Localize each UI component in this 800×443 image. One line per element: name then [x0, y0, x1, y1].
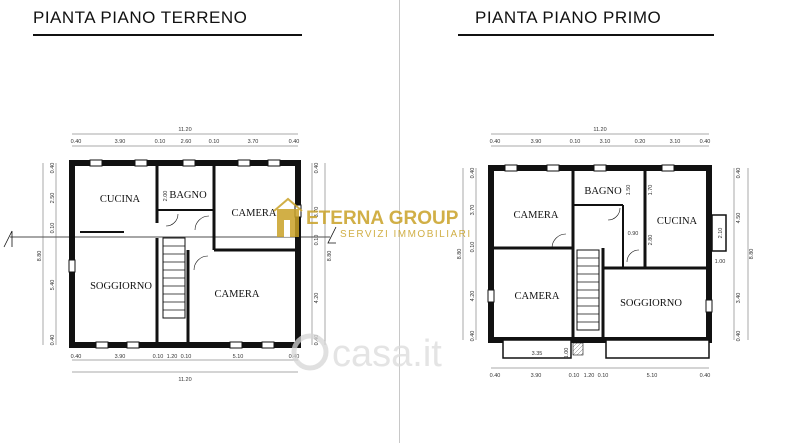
- first-dim-top-b: 3.90: [531, 139, 542, 145]
- ground-dim-top-c: 0.10: [155, 139, 166, 145]
- ground-dim-bottom-e: 0.10: [181, 354, 192, 360]
- first-dim-top-a: 0.40: [490, 139, 501, 145]
- ground-dim-top-e: 0.10: [209, 139, 220, 145]
- first-dim-top-e: 0.20: [635, 139, 646, 145]
- ground-dim-top-b: 3.90: [115, 139, 126, 145]
- first-dim-left-e: 0.40: [470, 331, 476, 342]
- ground-dim-top-g: 0.40: [289, 139, 300, 145]
- first-dim-cucina-w: 1.70: [648, 185, 654, 196]
- title-first-underline: [458, 34, 714, 36]
- ground-dim-bottom-a: 0.40: [71, 354, 82, 360]
- first-dim-top-c: 0.10: [570, 139, 581, 145]
- first-room-cucina: CUCINA: [657, 216, 698, 227]
- ground-right-dims: 8.80 0.40 3.70 0.10 4.20 0.40: [314, 163, 333, 346]
- first-dim-top-f: 3.10: [670, 139, 681, 145]
- ground-dim-right-c: 0.10: [314, 235, 320, 246]
- first-room-camera-bottom: CAMERA: [515, 291, 560, 302]
- first-dim-top-g: 0.40: [700, 139, 711, 145]
- ground-dim-top-total: 11.20: [178, 127, 191, 133]
- first-dim-top-d: 3.10: [600, 139, 611, 145]
- first-dim-left-a: 0.40: [470, 168, 476, 179]
- first-dim-balcony-h: 2.10: [718, 228, 724, 239]
- first-dim-bottom-f: 5.10: [647, 373, 658, 379]
- logo-sub-text: SERVIZI IMMOBILIARI: [340, 229, 472, 240]
- first-dim-top-total: 11.20: [593, 127, 606, 133]
- first-dim-bottom-c: 0.10: [569, 373, 580, 379]
- ground-dim-bottom-total: 11.20: [178, 377, 191, 383]
- ground-dim-top-d: 2.60: [181, 139, 192, 145]
- ground-dim-left-e: 0.40: [50, 335, 56, 346]
- first-dim-bottom-b: 3.90: [531, 373, 542, 379]
- first-room-camera-top: CAMERA: [514, 210, 559, 221]
- house-icon: [273, 197, 303, 237]
- ground-dim-bagno-h: 2.00: [163, 191, 169, 202]
- first-dim-stair-w: 3.35: [532, 351, 543, 357]
- ground-dim-bottom-f: 5.10: [233, 354, 244, 360]
- first-dim-right-a: 0.40: [736, 168, 742, 179]
- first-dim-right-total: 8.80: [749, 249, 755, 260]
- ground-room-soggiorno: SOGGIORNO: [90, 281, 152, 292]
- first-dim-right-b: 4.50: [736, 213, 742, 224]
- sheet-divider: [399, 0, 400, 443]
- first-right-dims: 8.80 0.40 4.50 3.40 0.40: [736, 168, 755, 342]
- ground-dim-left-d: 5.40: [50, 280, 56, 291]
- first-dim-balcony-w: 1.00: [715, 259, 726, 265]
- casa-watermark-text: casa.it: [332, 333, 442, 375]
- ground-dim-right-a: 0.40: [314, 163, 320, 174]
- logo-main-text: ETERNA GROUP: [306, 208, 459, 229]
- first-left-dims: 8.80 0.40 3.70 0.10 4.20 0.40: [457, 168, 476, 342]
- ground-room-camera-top: CAMERA: [232, 208, 277, 219]
- ground-dim-left-b: 2.50: [50, 193, 56, 204]
- ground-dim-top-a: 0.40: [71, 139, 82, 145]
- first-dim-bottom-g: 0.40: [700, 373, 711, 379]
- eterna-logo: ETERNA GROUP SERVIZI IMMOBILIARI: [273, 197, 472, 240]
- first-dim-left-d: 4.20: [470, 291, 476, 302]
- ground-dim-left-a: 0.40: [50, 163, 56, 174]
- ground-room-bagno: BAGNO: [169, 190, 207, 201]
- ground-left-dims: 8.80 0.40 2.50 0.10 5.40 0.40: [37, 163, 56, 346]
- ground-dim-bottom-c: 0.10: [153, 354, 164, 360]
- first-dim-left-total: 8.80: [457, 249, 463, 260]
- first-dim-bottom-e: 0.10: [598, 373, 609, 379]
- ground-dim-top-f: 3.70: [248, 139, 259, 145]
- title-first-floor: PIANTA PIANO PRIMO: [475, 8, 662, 27]
- ground-dim-right-d: 4.20: [314, 293, 320, 304]
- ground-floor-plan: [3, 133, 337, 373]
- first-dim-hall-w: 0.90: [628, 231, 639, 237]
- ground-dim-bottom-d: 1.20: [167, 354, 178, 360]
- ground-dim-bottom-b: 3.90: [115, 354, 126, 360]
- first-floor-plan: [462, 133, 749, 369]
- first-dim-bottom-a: 0.40: [490, 373, 501, 379]
- first-room-soggiorno: SOGGIORNO: [620, 298, 682, 309]
- ground-dim-right-b: 3.70: [314, 207, 320, 218]
- first-dim-left-c: 0.10: [470, 242, 476, 253]
- ground-room-cucina: CUCINA: [100, 194, 141, 205]
- title-ground-underline: [33, 34, 302, 36]
- ground-dim-right-total: 8.80: [327, 251, 333, 262]
- ground-dim-left-total: 8.80: [37, 251, 43, 262]
- casa-watermark: casa.it: [291, 333, 442, 375]
- first-dim-cucina-h: 2.80: [648, 235, 654, 246]
- first-dim-bagno-h: 1.50: [626, 185, 632, 196]
- ground-room-camera-bottom: CAMERA: [215, 289, 260, 300]
- first-dim-right-c: 3.40: [736, 293, 742, 304]
- title-ground-floor: PIANTA PIANO TERRENO: [33, 8, 248, 27]
- ground-dim-left-c: 0.10: [50, 223, 56, 234]
- first-dim-bottom-d: 1.20: [584, 373, 595, 379]
- first-dim-left-b: 3.70: [470, 205, 476, 216]
- first-room-bagno: BAGNO: [584, 186, 622, 197]
- first-dim-stair-h: 1.00: [564, 348, 570, 359]
- first-dim-right-d: 0.40: [736, 331, 742, 342]
